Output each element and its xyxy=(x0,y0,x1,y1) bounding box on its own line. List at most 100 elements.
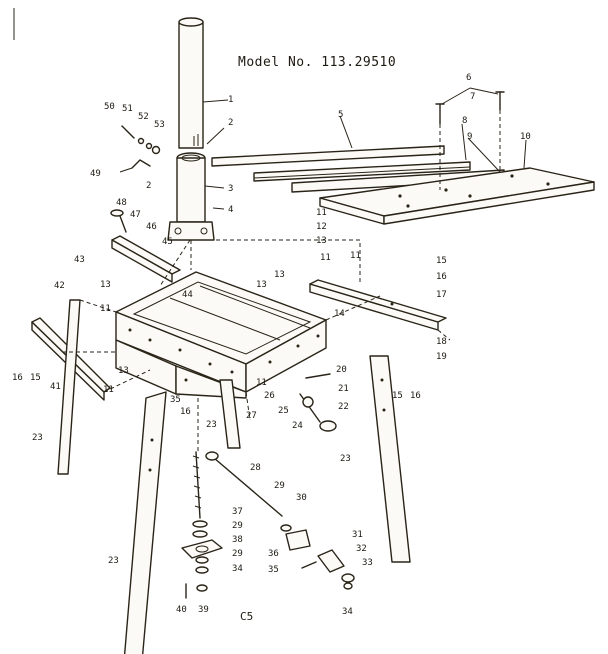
part-label: 26 xyxy=(264,391,275,401)
part-label: 11 xyxy=(100,304,111,314)
part-label: 37 xyxy=(232,507,243,517)
part-label: 25 xyxy=(278,406,289,416)
part-label: 4 xyxy=(228,205,233,215)
part-label: 23 xyxy=(32,433,43,443)
part-label: 5 xyxy=(338,110,343,120)
part-label: 35 xyxy=(268,565,279,575)
lift-screw-37 xyxy=(192,451,202,519)
part-label: 11 xyxy=(316,208,327,218)
clamp-bracket-47 xyxy=(111,235,181,283)
column-tube-upper xyxy=(178,17,204,149)
part-label: 48 xyxy=(116,198,127,208)
part-label: 10 xyxy=(520,132,531,142)
leg-23-front-left xyxy=(123,391,167,654)
part-label: 16 xyxy=(410,391,421,401)
part-label: 13 xyxy=(256,280,267,290)
part-label: 16 xyxy=(436,272,447,282)
part-label: 23 xyxy=(340,454,351,464)
part-label: 3 xyxy=(228,184,233,194)
part-label: 46 xyxy=(146,222,157,232)
part-label: 30 xyxy=(296,493,307,503)
part-label: 13 xyxy=(316,236,327,246)
frame-box-14 xyxy=(115,271,327,399)
part-label: 2 xyxy=(228,118,233,128)
part-label: 34 xyxy=(232,564,243,574)
side-rail-17 xyxy=(309,279,447,331)
part-label: 23 xyxy=(108,556,119,566)
part-label: 16 xyxy=(12,373,23,383)
part-label: 21 xyxy=(338,384,349,394)
part-label: 38 xyxy=(232,535,243,545)
part-label: 29 xyxy=(232,549,243,559)
part-label: 13 xyxy=(100,280,111,290)
part-label: 52 xyxy=(138,112,149,122)
part-label: 17 xyxy=(436,290,447,300)
part-label: 44 xyxy=(182,290,193,300)
part-label: 27 xyxy=(246,411,257,421)
gear-assembly-30-36 xyxy=(280,524,355,590)
label-leaders xyxy=(119,87,527,210)
part-label: 6 xyxy=(466,73,471,83)
bolt-40-39 xyxy=(185,583,208,599)
part-label: 11 xyxy=(256,378,267,388)
part-label: 13 xyxy=(274,270,285,280)
part-label: 11 xyxy=(350,251,361,261)
part-label: 19 xyxy=(436,352,447,362)
part-label: 18 xyxy=(436,337,447,347)
part-label: 9 xyxy=(467,132,472,142)
table-top-board-10 xyxy=(319,167,595,225)
page-code: C5 xyxy=(240,610,253,623)
part-label: 15 xyxy=(436,256,447,266)
screw-6-7 xyxy=(435,91,505,125)
part-label: 51 xyxy=(122,104,133,114)
part-label: 47 xyxy=(130,210,141,220)
part-label: 32 xyxy=(356,544,367,554)
leader-lines xyxy=(62,239,451,452)
wing-knob-48 xyxy=(110,209,127,233)
model-number-title: Model No. 113.29510 xyxy=(238,55,396,70)
part-label: 13 xyxy=(118,366,129,376)
rail-strip-5 xyxy=(211,145,445,167)
part-label: 29 xyxy=(232,521,243,531)
part-label: 40 xyxy=(176,605,187,615)
column-tube-lower xyxy=(167,152,215,241)
part-label: 31 xyxy=(352,530,363,540)
rail-strip-8 xyxy=(253,161,471,182)
part-label: 34 xyxy=(342,607,353,617)
part-labels: 1 2 3 4 5 6 7 8 9 10 11 12 13 11 13 15 1… xyxy=(12,73,531,617)
part-label: 14 xyxy=(334,309,345,319)
leg-23-back-left xyxy=(57,299,81,475)
pin-20-21 xyxy=(305,373,331,379)
part-label: 1 xyxy=(228,95,233,105)
part-label: 42 xyxy=(54,281,65,291)
part-label: 33 xyxy=(362,558,373,568)
part-label: 45 xyxy=(162,237,173,247)
crank-handle-22 xyxy=(299,393,337,432)
part-label: 43 xyxy=(74,255,85,265)
part-label: 11 xyxy=(320,253,331,263)
nut-plate-38 xyxy=(181,539,223,559)
part-label: 39 xyxy=(198,605,209,615)
part-label: 7 xyxy=(470,92,475,102)
part-label: 24 xyxy=(292,421,303,431)
hardware-49-53 xyxy=(121,125,161,169)
washers-29-34 xyxy=(192,520,209,574)
leg-23-front-right xyxy=(369,355,411,563)
part-label: 16 xyxy=(180,407,191,417)
part-label: 29 xyxy=(274,481,285,491)
part-label: 50 xyxy=(104,102,115,112)
part-label: 53 xyxy=(154,120,165,130)
part-label: 12 xyxy=(316,222,327,232)
part-label: 15 xyxy=(392,391,403,401)
part-label: 41 xyxy=(50,382,61,392)
leg-23-back-center xyxy=(219,379,241,449)
part-label: 15 xyxy=(30,373,41,383)
part-label: 2 xyxy=(146,181,151,191)
part-label: 8 xyxy=(462,116,467,126)
shaft-28 xyxy=(205,451,283,517)
part-label: 49 xyxy=(90,169,101,179)
part-label: 11 xyxy=(103,385,114,395)
part-label: 23 xyxy=(206,420,217,430)
part-label: 28 xyxy=(250,463,261,473)
